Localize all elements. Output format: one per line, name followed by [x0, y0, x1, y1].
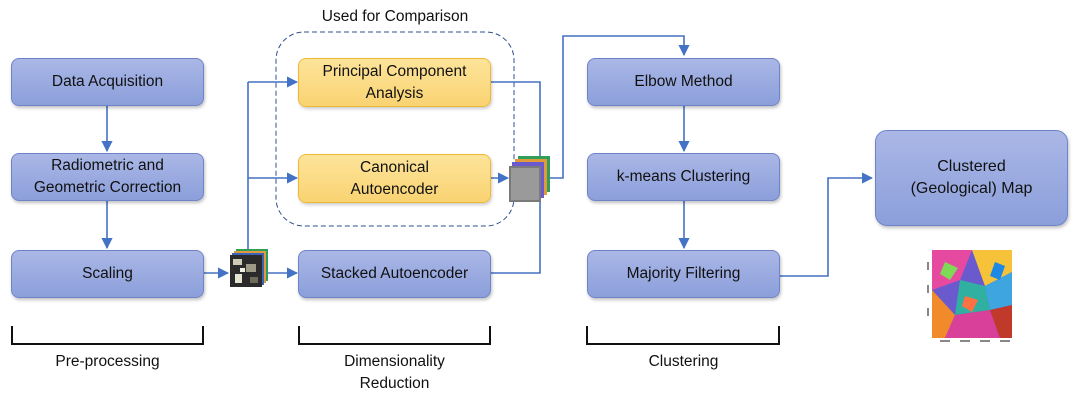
elbow-method-label: Elbow Method — [634, 73, 733, 90]
data-acquisition-label: Data Acquisition — [51, 73, 164, 90]
bracket-dimensionality — [298, 326, 491, 345]
comparison-group-outline — [275, 31, 515, 227]
stacked-autoencoder-label: Stacked Autoencoder — [320, 265, 469, 282]
kmeans-clustering-label: k-means Clustering — [616, 168, 751, 185]
stacked-autoencoder-box: Stacked Autoencoder — [298, 250, 491, 298]
satellite-image-stack-icon — [230, 249, 268, 287]
line-pca-to-cube — [491, 81, 541, 160]
scaling-box: Scaling — [11, 250, 204, 298]
feature-cube-icon — [509, 156, 550, 202]
arrow-cube-to-elbow — [548, 35, 690, 179]
majority-filtering-box: Majority Filtering — [587, 250, 780, 298]
clustered-map-label: Clustered(Geological) Map — [910, 158, 1033, 197]
line-stacked-to-cube — [491, 200, 541, 274]
geological-map-thumbnail — [926, 246, 1018, 346]
comparison-group-label: Used for Comparison — [321, 8, 469, 25]
arrow-majority-to-map — [780, 172, 874, 277]
stage-preprocessing-label: Pre-processing — [55, 353, 160, 370]
bracket-clustering — [586, 326, 780, 345]
scaling-label: Scaling — [82, 265, 133, 282]
data-acquisition-box: Data Acquisition — [11, 58, 204, 106]
majority-filtering-label: Majority Filtering — [626, 265, 741, 282]
bracket-preprocessing — [11, 326, 204, 345]
stage-clustering-label: Clustering — [648, 353, 719, 370]
clustered-map-box: Clustered(Geological) Map — [875, 130, 1068, 226]
kmeans-clustering-box: k-means Clustering — [587, 153, 780, 201]
elbow-method-box: Elbow Method — [587, 58, 780, 106]
